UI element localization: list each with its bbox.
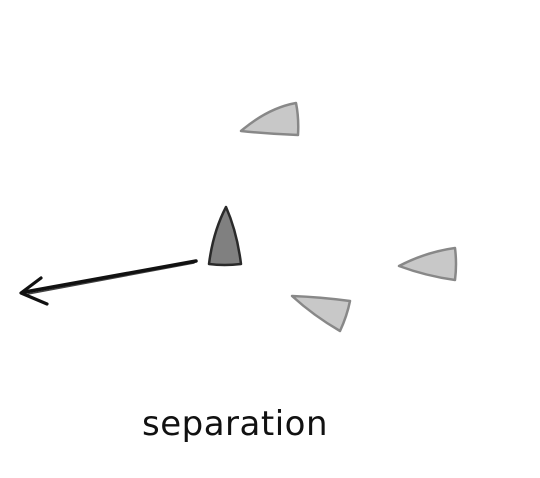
diagram-caption: separation	[142, 404, 328, 444]
neighbor-agent-top	[239, 101, 300, 137]
arrow-shaft	[23, 259, 198, 294]
neighbor-agent-right	[397, 246, 458, 282]
arrow-shaft-sketch	[27, 262, 195, 295]
neighbor-agent-bottom	[290, 294, 352, 333]
focus-agent	[207, 205, 243, 267]
steering-arrow	[19, 259, 198, 306]
arrow-head-icon	[19, 276, 49, 306]
